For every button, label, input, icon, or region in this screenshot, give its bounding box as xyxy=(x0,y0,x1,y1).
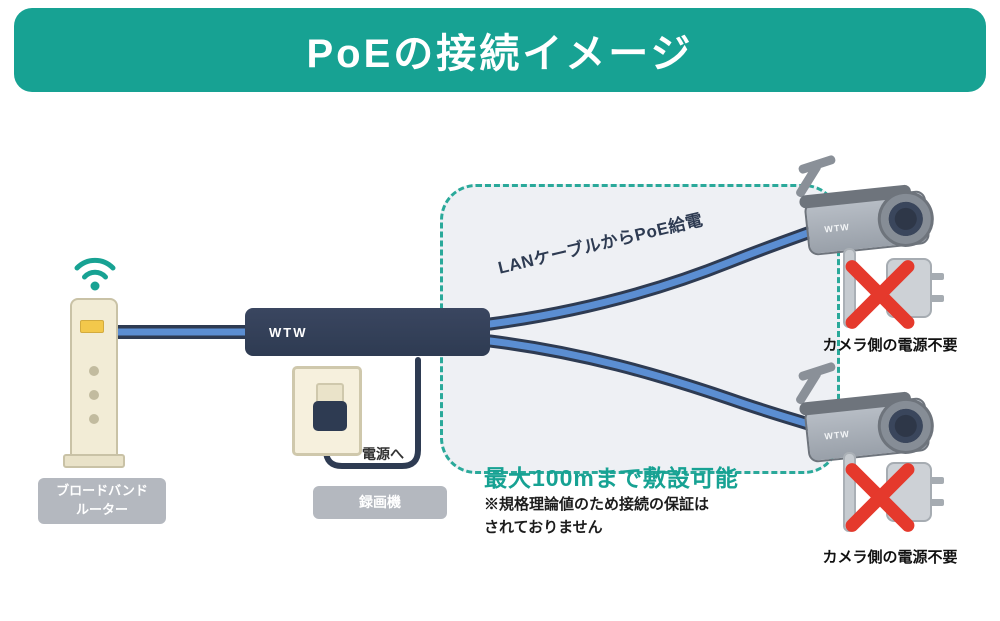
camera-no-power-label-2: カメラ側の電源不要 xyxy=(822,549,958,566)
router-indicator-light xyxy=(80,320,104,333)
recorder-brand-label: WTW xyxy=(269,324,308,340)
title-banner: PoEの接続イメージ xyxy=(14,8,986,92)
camera-brand-label: WTW xyxy=(823,428,851,442)
router-led-dot xyxy=(89,366,99,376)
disclaimer-line2: されておりません xyxy=(484,518,603,536)
router-led-dot xyxy=(89,390,99,400)
router-led-dot xyxy=(89,414,99,424)
router-label-badge: ブロードバンド ルーター xyxy=(38,478,166,524)
router-label-line2: ルーター xyxy=(75,501,128,517)
router-label-line1: ブロードバンド xyxy=(56,483,148,498)
disclaimer-note: ※規格理論値のため接続の保証は されておりません xyxy=(484,494,709,539)
disclaimer-line1: ※規格理論値のため接続の保証は xyxy=(484,496,710,513)
plug-icon xyxy=(313,401,347,431)
poe-recorder: WTW xyxy=(245,308,490,356)
wall-outlet xyxy=(292,366,362,456)
camera-body: WTW xyxy=(798,184,937,257)
x-icon xyxy=(834,451,926,543)
wifi-icon xyxy=(74,257,116,291)
x-icon xyxy=(834,248,926,340)
router-base xyxy=(63,454,125,468)
camera-brand-label: WTW xyxy=(823,221,851,235)
recorder-label-badge: 録画機 xyxy=(313,486,447,519)
power-label: 電源へ xyxy=(362,446,404,462)
page-title: PoEの接続イメージ xyxy=(306,32,694,76)
max-length-note: 最大100mまで敷設可能 xyxy=(484,465,739,491)
security-camera-1: WTW xyxy=(794,154,940,261)
camera-no-power-label-1: カメラ側の電源不要 xyxy=(822,337,958,354)
